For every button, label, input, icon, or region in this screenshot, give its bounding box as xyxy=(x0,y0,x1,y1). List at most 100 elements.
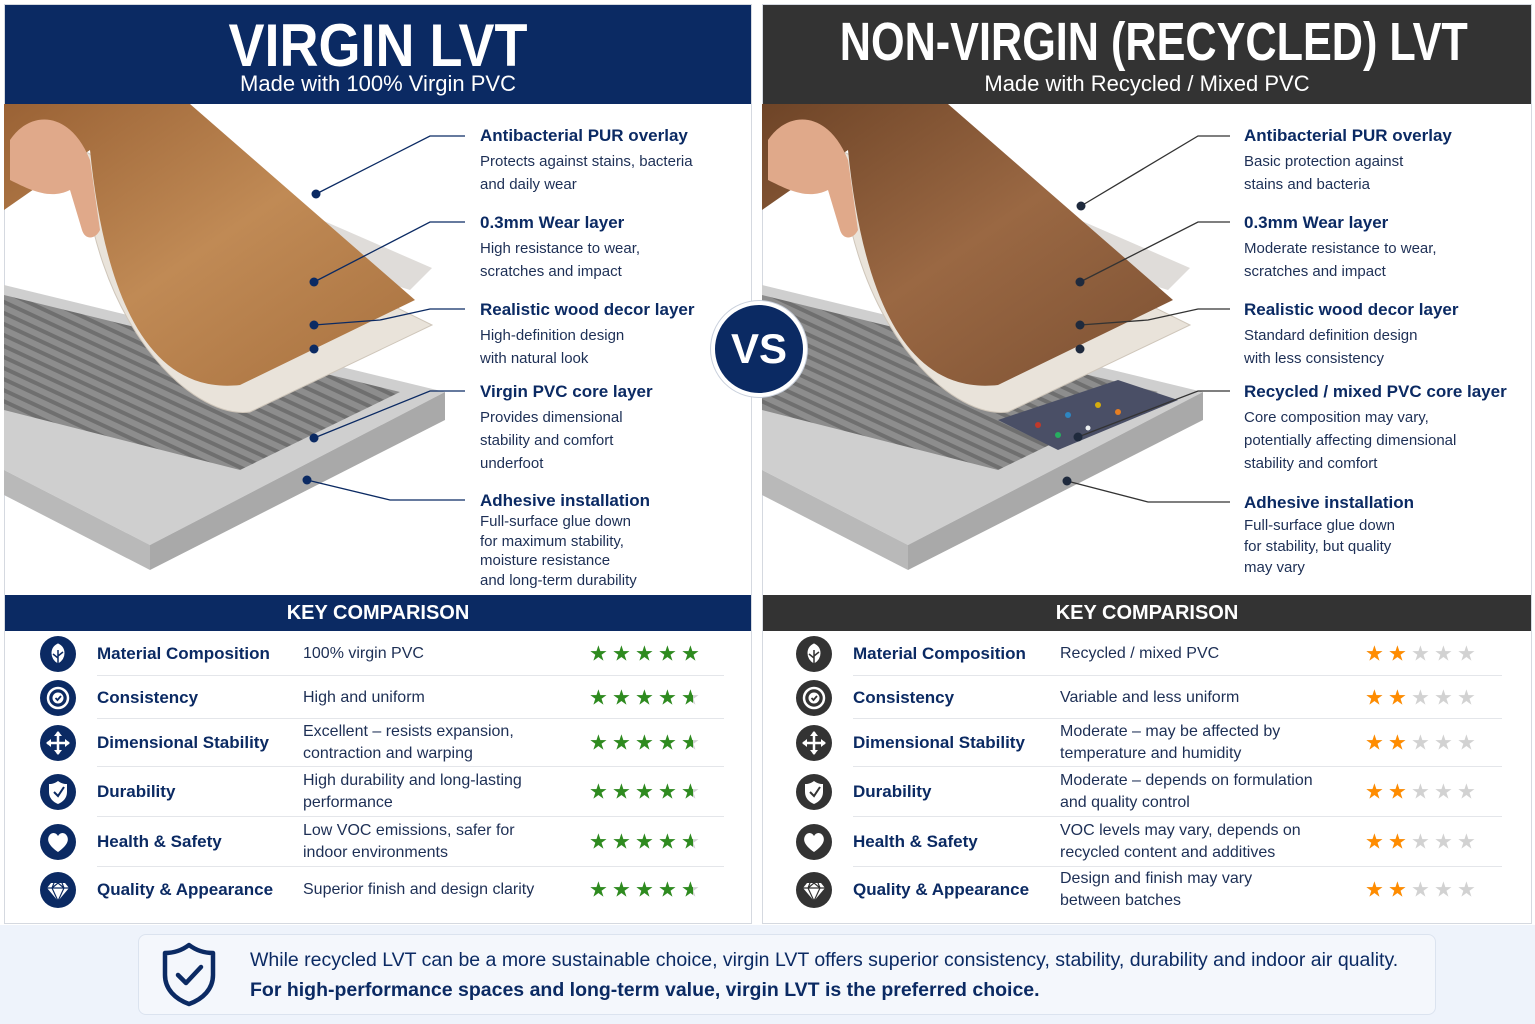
footer-banner: While recycled LVT can be a more sustain… xyxy=(0,925,1535,1024)
star-fill: ★ xyxy=(681,731,693,755)
row-value: VOC levels may vary, depends on recycled… xyxy=(1060,822,1301,861)
star-fill: ★ xyxy=(612,780,632,804)
star-fill: ★ xyxy=(589,731,609,755)
row-value: High durability and long-lasting perform… xyxy=(303,772,522,811)
callout-title: Realistic wood decor layer xyxy=(1244,300,1459,319)
callout-desc: High-definition design with natural look xyxy=(480,327,625,367)
star-fill: ★ xyxy=(635,780,655,804)
star-fill: ★ xyxy=(1388,642,1408,666)
star-icon: ★★ xyxy=(1411,642,1431,666)
star-icon: ★★ xyxy=(1434,731,1454,755)
row-value: Moderate – may be affected by temperatur… xyxy=(1060,723,1281,762)
row-label: Quality & Appearance xyxy=(853,879,1030,899)
star-icon: ★★ xyxy=(635,780,658,805)
leaf-icon xyxy=(40,636,76,672)
star-fill: ★ xyxy=(681,686,693,709)
star-icon: ★★ xyxy=(681,642,704,667)
virgin-subtitle: Made with 100% Virgin PVC xyxy=(240,71,516,96)
concrete-slab-side xyxy=(4,470,150,570)
hand xyxy=(10,119,100,238)
star-icon: ★★ xyxy=(1457,731,1477,755)
star-fill: ★ xyxy=(1365,830,1385,854)
callout-desc: Moderate resistance to wear, scratches a… xyxy=(1244,240,1437,280)
recycled-core-flecks xyxy=(1035,402,1121,438)
star-icon: ★★ xyxy=(612,830,635,855)
row-divider xyxy=(97,675,724,676)
row-divider xyxy=(97,816,724,817)
comparison-row: Health & Safety Low VOC emissions, safer… xyxy=(40,817,740,867)
star-fill: ★ xyxy=(681,642,701,666)
star-icon: ★★ xyxy=(589,685,612,710)
callout-desc: Full-surface glue down for maximum stabi… xyxy=(480,513,637,589)
row-divider xyxy=(853,866,1502,867)
star-icon: ★★ xyxy=(1411,780,1431,804)
star-fill: ★ xyxy=(635,878,655,901)
star-icon: ★★ xyxy=(1388,685,1411,710)
star-fill: ★ xyxy=(658,686,678,709)
star-fill: ★ xyxy=(589,780,609,804)
star-icon: ★★ xyxy=(635,642,658,667)
star-fill: ★ xyxy=(658,731,678,755)
virgin-title: VIRGIN LVT xyxy=(228,12,528,79)
heart-icon xyxy=(40,824,76,860)
star-fill: ★ xyxy=(612,642,632,666)
shield-icon xyxy=(40,774,76,810)
star-icon: ★★ xyxy=(612,877,635,902)
star-fill: ★ xyxy=(1365,731,1385,755)
star-icon: ★★ xyxy=(1457,780,1477,804)
star-icon: ★★ xyxy=(1434,642,1454,666)
star-icon: ★★ xyxy=(658,830,681,855)
row-label: Material Composition xyxy=(97,644,270,663)
star-fill: ★ xyxy=(635,686,655,709)
row-label: Durability xyxy=(853,782,932,801)
callout-title: Recycled / mixed PVC core layer xyxy=(1244,382,1507,401)
star-fill: ★ xyxy=(1388,731,1408,755)
footer-box: While recycled LVT can be a more sustain… xyxy=(138,934,1436,1015)
recycled-subtitle: Made with Recycled / Mixed PVC xyxy=(984,71,1310,96)
star-fill: ★ xyxy=(635,642,655,666)
star-icon: ★★ xyxy=(1365,685,1388,710)
star-icon: ★★ xyxy=(612,731,635,756)
row-value: Recycled / mixed PVC xyxy=(1060,645,1220,662)
star-rating: ★★★★★★★★★★ xyxy=(1365,642,1480,667)
heart-icon xyxy=(796,824,832,860)
target-check-icon xyxy=(40,679,76,716)
star-icon: ★★ xyxy=(635,731,658,756)
star-rating: ★★★★★★★★★★ xyxy=(1365,685,1480,710)
leaf-icon xyxy=(796,636,832,672)
callout-title: Adhesive installation xyxy=(480,491,651,510)
star-icon: ★★ xyxy=(1388,731,1411,756)
star-rating: ★★★★★★★★★★ xyxy=(589,780,704,805)
comparison-row: Quality & Appearance Superior finish and… xyxy=(40,867,740,912)
star-fill: ★ xyxy=(681,830,693,854)
shield-icon xyxy=(796,774,832,810)
star-rating: ★★★★★★★★★★ xyxy=(589,642,704,667)
comparison-row: Consistency Variable and less uniform ★★… xyxy=(796,676,1496,719)
comparison-row: Consistency High and uniform ★★★★★★★★★★ xyxy=(40,676,740,719)
star-fill: ★ xyxy=(1388,830,1408,854)
star-icon: ★★ xyxy=(658,731,681,756)
row-label: Consistency xyxy=(97,687,199,707)
callout-title: Adhesive installation xyxy=(1244,493,1415,512)
callout-title: Antibacterial PUR overlay xyxy=(480,126,688,145)
star-fill: ★ xyxy=(612,830,632,854)
row-divider xyxy=(853,675,1502,676)
comparison-row: Dimensional Stability Moderate – may be … xyxy=(796,719,1496,767)
row-label: Health & Safety xyxy=(853,832,978,851)
callout-title: Virgin PVC core layer xyxy=(480,382,653,401)
star-icon: ★★ xyxy=(1434,686,1454,709)
row-divider xyxy=(853,766,1502,767)
row-label: Quality & Appearance xyxy=(97,879,274,899)
star-fill: ★ xyxy=(1388,878,1408,901)
row-value: Excellent – resists expansion, contracti… xyxy=(303,723,514,762)
star-icon: ★★ xyxy=(1388,830,1411,855)
row-divider xyxy=(97,866,724,867)
